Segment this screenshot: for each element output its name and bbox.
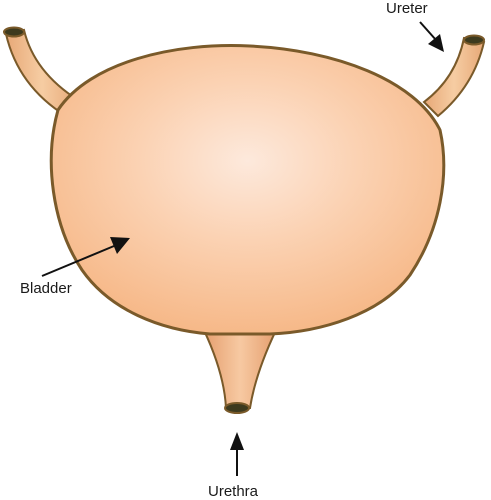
- bladder-label: Bladder: [20, 280, 72, 297]
- bladder-body: [49, 44, 446, 336]
- left-ureter: [3, 26, 80, 118]
- ureter-pointer-arrow: [419, 21, 444, 52]
- ureter-label: Ureter: [386, 0, 428, 17]
- bladder-pointer-arrow: [41, 237, 130, 277]
- right-ureter-tube: [422, 36, 486, 118]
- urethra-tube-group: [198, 321, 282, 414]
- left-ureter-opening: [3, 26, 25, 38]
- urethra-label: Urethra: [208, 483, 259, 500]
- urethra-pointer-arrow: [230, 432, 244, 476]
- right-ureter: [422, 34, 486, 118]
- right-ureter-opening: [463, 34, 485, 46]
- urethra-opening: [224, 402, 250, 414]
